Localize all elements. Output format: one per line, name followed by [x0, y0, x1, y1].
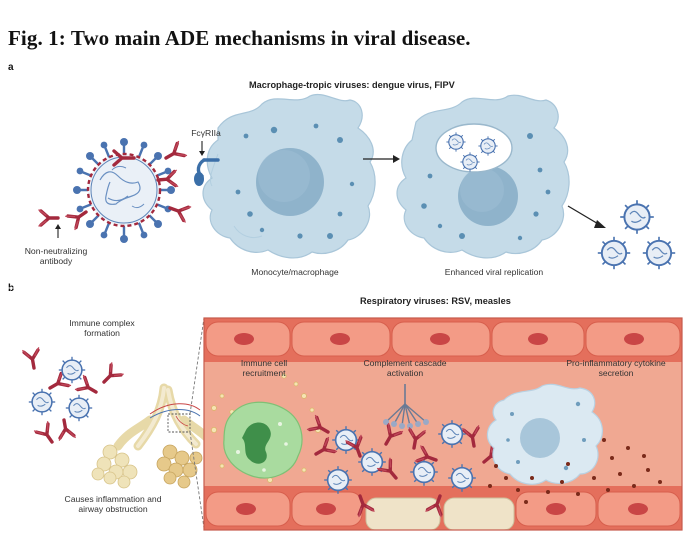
- antibody-label: Non-neutralizing antibody: [24, 246, 88, 267]
- macrophage-cell: [202, 94, 376, 259]
- replication-label: Enhanced viral replication: [444, 267, 544, 277]
- panel-a-title: Macrophage-tropic viruses: dengue virus,…: [249, 80, 455, 90]
- recruitment-label: Immune cell recruitment: [240, 358, 288, 379]
- bronchi-alveoli-illustration: [91, 383, 219, 489]
- complement-complex: [383, 384, 429, 429]
- neutrophil-cell: [223, 401, 303, 479]
- panel-a-letter: a: [8, 62, 14, 73]
- complement-label: Complement cascade activation: [363, 358, 447, 379]
- vessel-macrophage-cell: [486, 383, 603, 485]
- immune-complex-label: Immune complex formation: [69, 318, 135, 339]
- released-virus-particles: [596, 199, 677, 271]
- panel-b-title: Respiratory viruses: RSV, measles: [360, 296, 511, 306]
- immune-complexes: [21, 346, 125, 449]
- infected-macrophage-cell: [396, 94, 570, 259]
- cytokine-label: Pro-inflammatory cytokine secretion: [566, 358, 666, 379]
- antibody-icon: [37, 208, 60, 228]
- fc-receptor: [194, 158, 220, 186]
- receptor-label: FcγRIIa: [191, 128, 221, 138]
- large-virus-with-antibodies: [64, 138, 193, 243]
- zoom-lines: [189, 317, 205, 529]
- macrophage-label: Monocyte/macrophage: [251, 267, 339, 277]
- cytokine-particles: [488, 438, 662, 504]
- figure-title: Fig. 1: Two main ADE mechanisms in viral…: [8, 26, 471, 50]
- arrow-to-released-viruses: [567, 205, 601, 226]
- inflammation-label: Causes inflammation and airway obstructi…: [64, 494, 162, 515]
